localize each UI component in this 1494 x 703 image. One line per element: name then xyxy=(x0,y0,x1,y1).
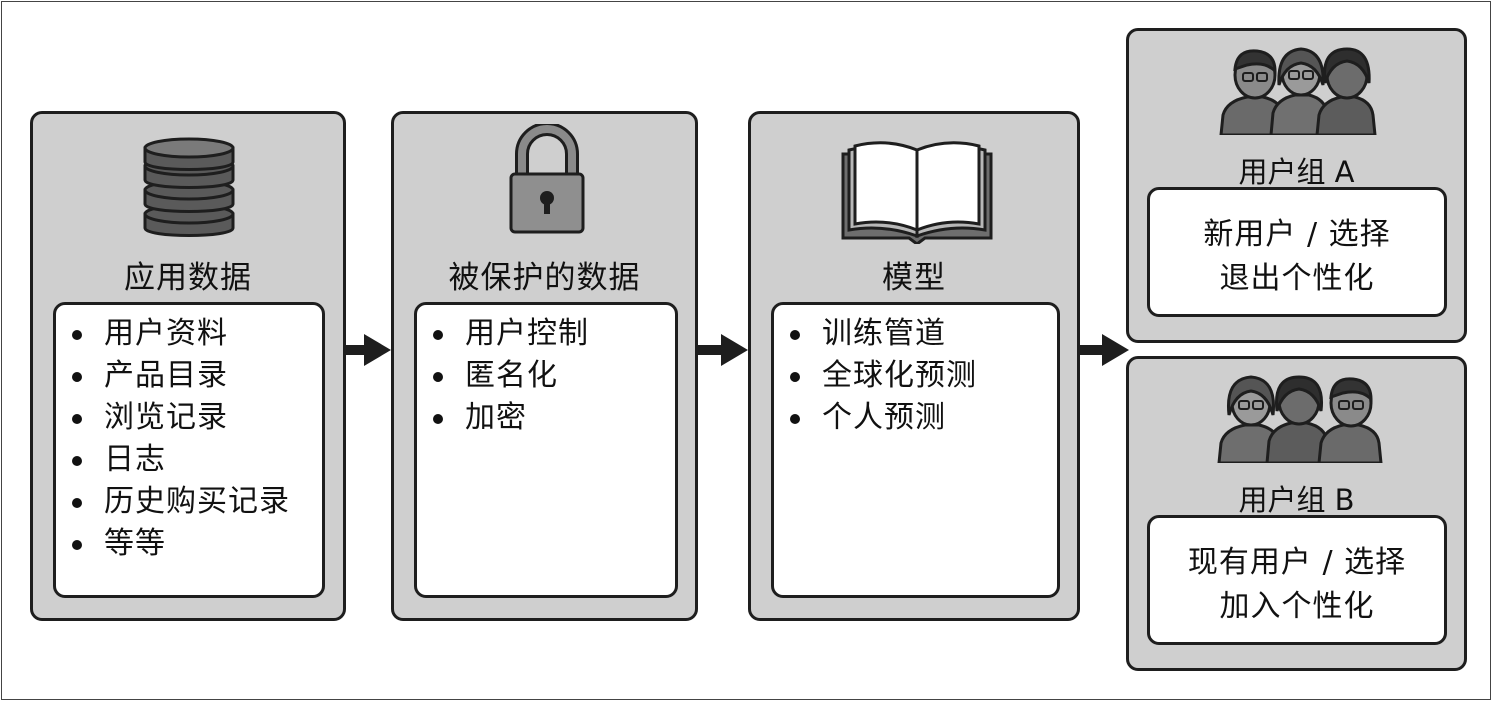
stage-items-list: 用户资料 产品目录 浏览记录 日志 历史购买记录 等等 xyxy=(66,313,290,565)
stage-items-list: 用户控制 匿名化 加密 xyxy=(427,313,589,439)
list-item: 等等 xyxy=(66,523,290,565)
open-book-icon xyxy=(839,138,995,244)
list-item: 日志 xyxy=(66,439,290,481)
group-description-line: 加入个性化 xyxy=(1219,589,1375,624)
arrow-right-icon xyxy=(697,333,749,367)
list-item: 浏览记录 xyxy=(66,397,290,439)
group-description-box: 现有用户 / 选择 加入个性化 xyxy=(1147,515,1447,645)
list-item: 全球化预测 xyxy=(784,355,977,397)
list-item: 个人预测 xyxy=(784,397,977,439)
group-description-line: 新用户 / 选择 xyxy=(1203,217,1391,252)
stage-items-box: 用户资料 产品目录 浏览记录 日志 历史购买记录 等等 xyxy=(53,302,325,598)
user-group-b-panel: 用户组 B 现有用户 / 选择 加入个性化 xyxy=(1126,356,1467,671)
database-icon xyxy=(141,136,237,240)
list-item: 用户控制 xyxy=(427,313,589,355)
group-description-line: 退出个性化 xyxy=(1219,261,1375,296)
user-group-a-panel: 用户组 A 新用户 / 选择 退出个性化 xyxy=(1126,28,1467,343)
stage-title: 被保护的数据 xyxy=(448,260,641,296)
stage-protected-data-panel: 被保护的数据 用户控制 匿名化 加密 xyxy=(391,111,698,621)
list-item: 训练管道 xyxy=(784,313,977,355)
stage-items-list: 训练管道 全球化预测 个人预测 xyxy=(784,313,977,439)
arrow-right-icon xyxy=(1078,333,1130,367)
stage-title: 模型 xyxy=(882,260,946,296)
stage-items-box: 训练管道 全球化预测 个人预测 xyxy=(771,302,1060,598)
stage-app-data-panel: 应用数据 用户资料 产品目录 浏览记录 日志 历史购买记录 等等 xyxy=(30,111,346,621)
stage-title: 应用数据 xyxy=(124,260,252,296)
list-item: 历史购买记录 xyxy=(66,481,290,523)
padlock-icon xyxy=(508,124,586,236)
group-label: 用户组 A xyxy=(1238,155,1355,189)
stage-items-box: 用户控制 匿名化 加密 xyxy=(414,302,678,598)
list-item: 用户资料 xyxy=(66,313,290,355)
group-description-box: 新用户 / 选择 退出个性化 xyxy=(1147,187,1447,317)
list-item: 加密 xyxy=(427,397,589,439)
list-item: 产品目录 xyxy=(66,355,290,397)
arrow-right-icon xyxy=(344,333,392,367)
group-description-line: 现有用户 / 选择 xyxy=(1187,545,1407,580)
user-group-icon xyxy=(1217,43,1377,135)
group-label: 用户组 B xyxy=(1238,483,1355,517)
stage-model-panel: 模型 训练管道 全球化预测 个人预测 xyxy=(748,111,1080,621)
list-item: 匿名化 xyxy=(427,355,589,397)
user-group-icon xyxy=(1215,371,1385,463)
